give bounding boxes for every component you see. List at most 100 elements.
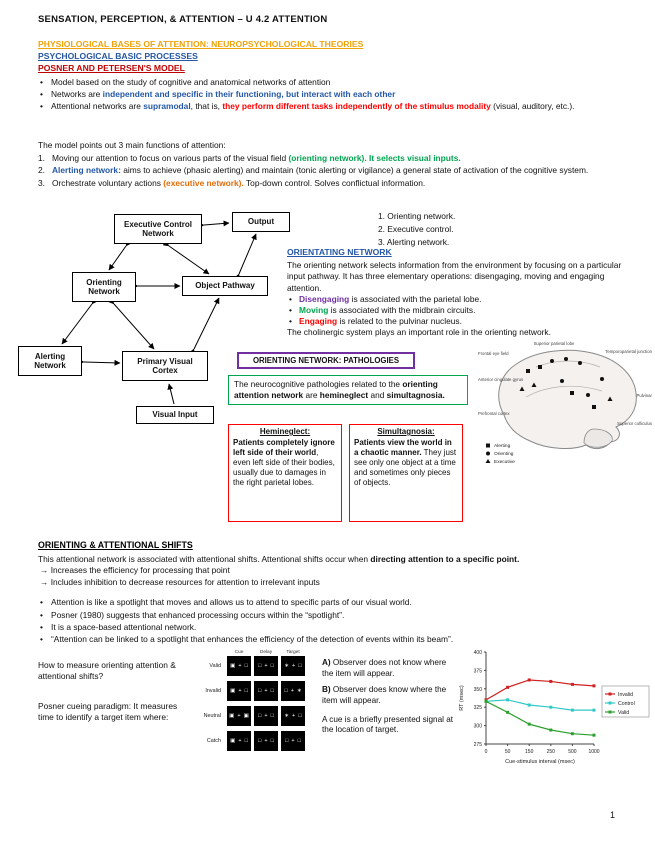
paradigm-row-label: Neutral	[203, 713, 221, 719]
page-title: SENSATION, PERCEPTION, & ATTENTION – U 4…	[38, 14, 328, 25]
list-number: 1.	[38, 153, 45, 164]
svg-text:Cue-stimulus interval (msec): Cue-stimulus interval (msec)	[505, 759, 575, 765]
attention-network-diagram: Executive Control Network Output Orienti…	[14, 206, 349, 441]
arrow-note: → Includes inhibition to decrease resour…	[40, 576, 320, 587]
stimulus-display: ▣ + ▣	[227, 706, 251, 726]
svg-text:RT (msec): RT (msec)	[459, 685, 465, 711]
svg-text:Valid: Valid	[618, 710, 629, 716]
list-item: 3. Orchestrate voluntary actions (execut…	[38, 178, 630, 189]
stimulus-display: ∗ + □	[281, 706, 305, 726]
stimulus-display: □ + □	[281, 731, 305, 751]
stimulus-display: □ + □	[254, 656, 278, 676]
diagram-arrows	[61, 220, 257, 405]
list-item: 3. Alerting network.	[378, 237, 450, 248]
hemineglect-title: Hemineglect:	[259, 427, 311, 436]
orientating-network-section: ORIENTATING NETWORK The orienting networ…	[287, 247, 639, 338]
stimulus-display: ∗ + □	[281, 656, 305, 676]
list-item: Attention is like a spotlight that moves…	[38, 597, 632, 609]
paradigm-row-label: Valid	[209, 663, 221, 669]
list-item: Networks are independent and specific in…	[38, 89, 626, 100]
svg-text:Superior parietal lobe: Superior parietal lobe	[534, 341, 575, 346]
svg-text:1000: 1000	[588, 749, 599, 755]
measure-method: Posner cueing paradigm: It measures time…	[38, 700, 178, 723]
stimulus-display: □ + □	[254, 731, 278, 751]
shifts-paragraph: This attentional network is associated w…	[38, 553, 520, 564]
paradigm-row-label: Catch	[206, 738, 221, 744]
stimulus-display: ▣ + □	[227, 731, 251, 751]
svg-text:Temporoparietal junction: Temporoparietal junction	[605, 349, 652, 354]
svg-text:375: 375	[474, 668, 483, 674]
list-text: Orchestrate voluntary actions (executive…	[52, 177, 426, 188]
svg-text:150: 150	[525, 749, 534, 755]
hemineglect-text: Patients completely ignore left side of …	[233, 438, 335, 487]
orienting-paragraph: The orienting network selects informatio…	[287, 260, 622, 293]
list-item: Engaging is related to the pulvinar nucl…	[287, 316, 639, 327]
svg-text:Invalid: Invalid	[618, 692, 633, 698]
svg-text:350: 350	[474, 687, 483, 693]
list-item: 2. Executive control.	[378, 224, 454, 235]
svg-text:500: 500	[568, 749, 577, 755]
paradigm-row-label: Invalid	[205, 688, 221, 694]
measure-notes: A) Observer does not know where the item…	[322, 658, 454, 742]
measure-question-block: How to measure orienting attention & att…	[38, 660, 190, 723]
diagram-box-orienting: Orienting Network	[72, 272, 136, 302]
paradigm-row: Valid ▣ + □□ + □∗ + □	[197, 656, 305, 676]
list-item: Attentional networks are supramodal, tha…	[38, 101, 626, 112]
svg-text:0: 0	[485, 749, 488, 755]
heading-physiological-bases: PHYSIOLOGICAL BASES OF ATTENTION: NEUROP…	[38, 39, 364, 49]
simultagnosia-title: Simultagnosia:	[377, 427, 435, 436]
diagram-box-executive-control: Executive Control Network	[114, 214, 202, 244]
diagram-box-visual-input: Visual Input	[136, 406, 214, 424]
pathologies-title: ORIENTING NETWORK: PATHOLOGIES	[252, 356, 400, 365]
stimulus-display: ▣ + □	[227, 656, 251, 676]
svg-text:300: 300	[474, 724, 483, 730]
svg-text:Pulvinar: Pulvinar	[636, 393, 652, 398]
diagram-box-object-pathway: Object Pathway	[182, 276, 268, 296]
pathologies-title-box: ORIENTING NETWORK: PATHOLOGIES	[237, 352, 415, 369]
note-a: A) Observer does not know where the item…	[322, 658, 447, 678]
list-text: Moving our attention to focus on various…	[52, 153, 461, 164]
svg-text:Prefrontal cortex: Prefrontal cortex	[478, 411, 510, 416]
paradigm-column-label: Target	[286, 650, 300, 655]
cue-note: A cue is a briefly presented signal at t…	[322, 714, 454, 735]
svg-text:Superior colliculus: Superior colliculus	[617, 421, 652, 426]
arrow-note: → Increases the efficiency for processin…	[40, 565, 230, 576]
paradigm-row: Invalid▣ + □□ + □□ + ∗	[197, 681, 305, 701]
paradigm-row: Catch▣ + □□ + □□ + □	[197, 731, 305, 751]
functions-lead: The model points out 3 main functions of…	[38, 140, 226, 150]
functions-section: The model points out 3 main functions of…	[38, 140, 630, 190]
svg-text:50: 50	[505, 749, 511, 755]
diagram-box-alerting: Alerting Network	[18, 346, 82, 376]
svg-text:Frontal eye field: Frontal eye field	[478, 351, 509, 356]
diagram-box-primary-visual-cortex: Primary Visual Cortex	[122, 351, 208, 381]
svg-text:Alerting: Alerting	[494, 443, 511, 449]
svg-text:Executive: Executive	[494, 459, 515, 465]
simultagnosia-text: Patients view the world in a chaotic man…	[354, 438, 457, 487]
paradigm-column-label: Cue	[234, 650, 244, 655]
list-item: Disengaging is associated with the parie…	[287, 294, 639, 305]
paradigm-column-label: Delay	[259, 650, 273, 655]
list-item: It is a space-based attentional network.	[38, 622, 632, 634]
stimulus-display: □ + □	[254, 681, 278, 701]
network-numbered-list: 1. Orienting network. 2. Executive contr…	[378, 210, 455, 249]
list-item: Moving is associated with the midbrain c…	[287, 305, 639, 316]
svg-text:Anterior cingulate gyrus: Anterior cingulate gyrus	[478, 377, 523, 382]
hemineglect-box: Hemineglect: Patients completely ignore …	[228, 424, 342, 522]
svg-text:250: 250	[547, 749, 556, 755]
svg-text:400: 400	[474, 650, 483, 656]
svg-text:Control: Control	[618, 701, 635, 707]
shifts-heading: ORIENTING & ATTENTIONAL SHIFTS	[38, 540, 193, 550]
simultagnosia-box: Simultagnosia: Patients view the world i…	[349, 424, 463, 522]
orienting-footer: The cholinergic system plays an importan…	[287, 326, 551, 337]
list-item: Posner (1980) suggests that enhanced pro…	[38, 610, 632, 622]
svg-text:275: 275	[474, 742, 483, 748]
stimulus-display: □ + ∗	[281, 681, 305, 701]
pathologies-note-box: The neurocognitive pathologies related t…	[228, 375, 468, 405]
heading-psychological-processes: PSYCHOLOGICAL BASIC PROCESSES	[38, 51, 198, 61]
list-number: 2.	[38, 165, 45, 176]
